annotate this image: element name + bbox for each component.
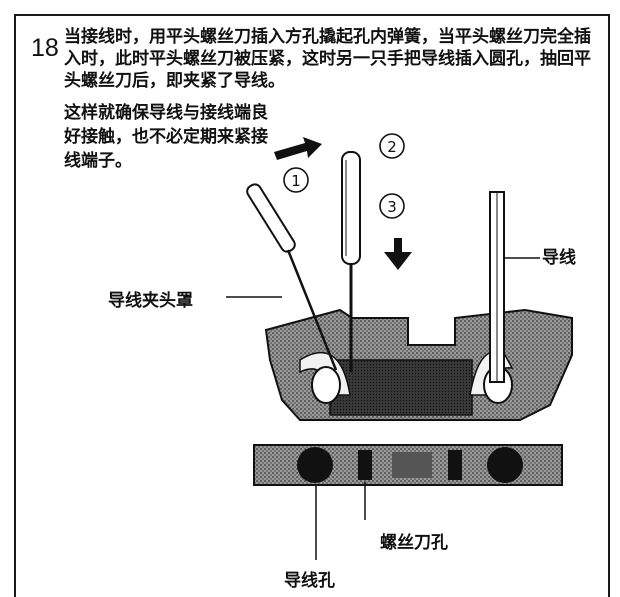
screwdriver-2 [341, 151, 361, 372]
svg-text:1: 1 [291, 172, 301, 190]
marker-3: 3 [379, 193, 405, 219]
figure-frame [14, 14, 610, 597]
arrow-right [274, 137, 322, 160]
terminal-block-body [264, 308, 573, 421]
label-clamp-cover: 导线夹头罩 [108, 291, 193, 311]
side-note-text: 这样就确保导线与接线端良好接触，也不必定期来紧接线端子。 [64, 103, 268, 171]
arrow-down [384, 238, 412, 270]
label-wire-hole: 导线孔 [284, 571, 335, 591]
wire [489, 191, 540, 383]
intro-text: 当接线时，用平头螺丝刀插入方孔撬起孔内弹簧，当平头螺丝刀完全插入时，此时平头螺丝… [64, 27, 591, 91]
screwdriver-1 [246, 183, 338, 371]
label-wire: 导线 [542, 248, 576, 268]
svg-text:2: 2 [387, 138, 397, 156]
svg-text:3: 3 [387, 198, 397, 216]
label-screwdriver-hole: 螺丝刀孔 [380, 533, 448, 553]
terminal-strip [253, 444, 563, 486]
step-number: 18 [31, 34, 59, 62]
marker-1: 1 [283, 167, 309, 193]
marker-2: 2 [379, 133, 405, 159]
